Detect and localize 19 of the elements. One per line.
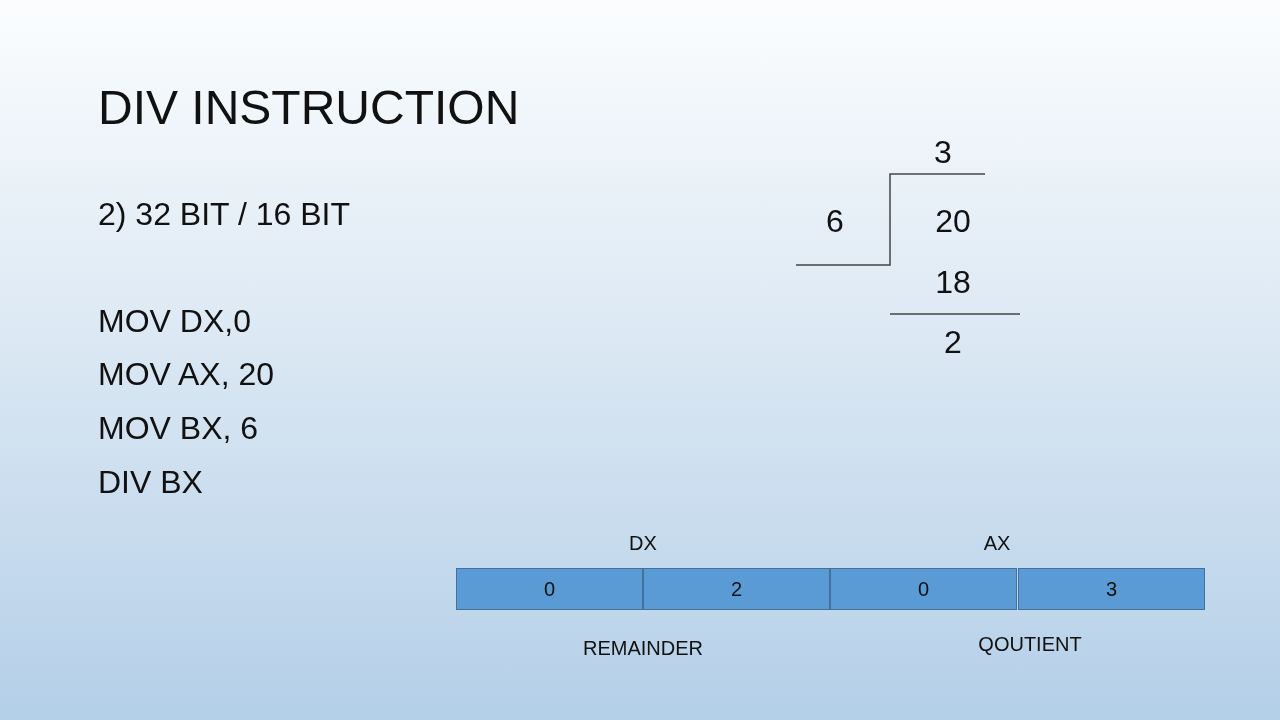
- register-cell: 0: [456, 568, 643, 610]
- divisor-number: 6: [826, 205, 844, 237]
- code-line: MOV BX, 6: [98, 412, 259, 444]
- dividend-number: 20: [935, 205, 971, 237]
- register-label: AX: [983, 533, 1011, 553]
- code-line: MOV DX,0: [98, 305, 251, 337]
- remainder-number: 2: [944, 326, 962, 358]
- caption-text: REMAINDER: [583, 638, 703, 658]
- register-cell: 3: [1018, 568, 1205, 610]
- register-cell: 0: [830, 568, 1017, 610]
- register-cell: 2: [643, 568, 830, 610]
- register-label: DX: [629, 533, 657, 553]
- caption-text: QOUTIENT: [978, 634, 1082, 654]
- slide-title: DIV INSTRUCTION: [98, 84, 520, 132]
- code-line: MOV AX, 20: [98, 358, 275, 390]
- product-number: 18: [935, 266, 971, 298]
- heading-text: 2) 32 BIT / 16 BIT: [98, 198, 350, 230]
- quotient-digit: 3: [934, 136, 952, 168]
- code-line: DIV BX: [98, 466, 203, 498]
